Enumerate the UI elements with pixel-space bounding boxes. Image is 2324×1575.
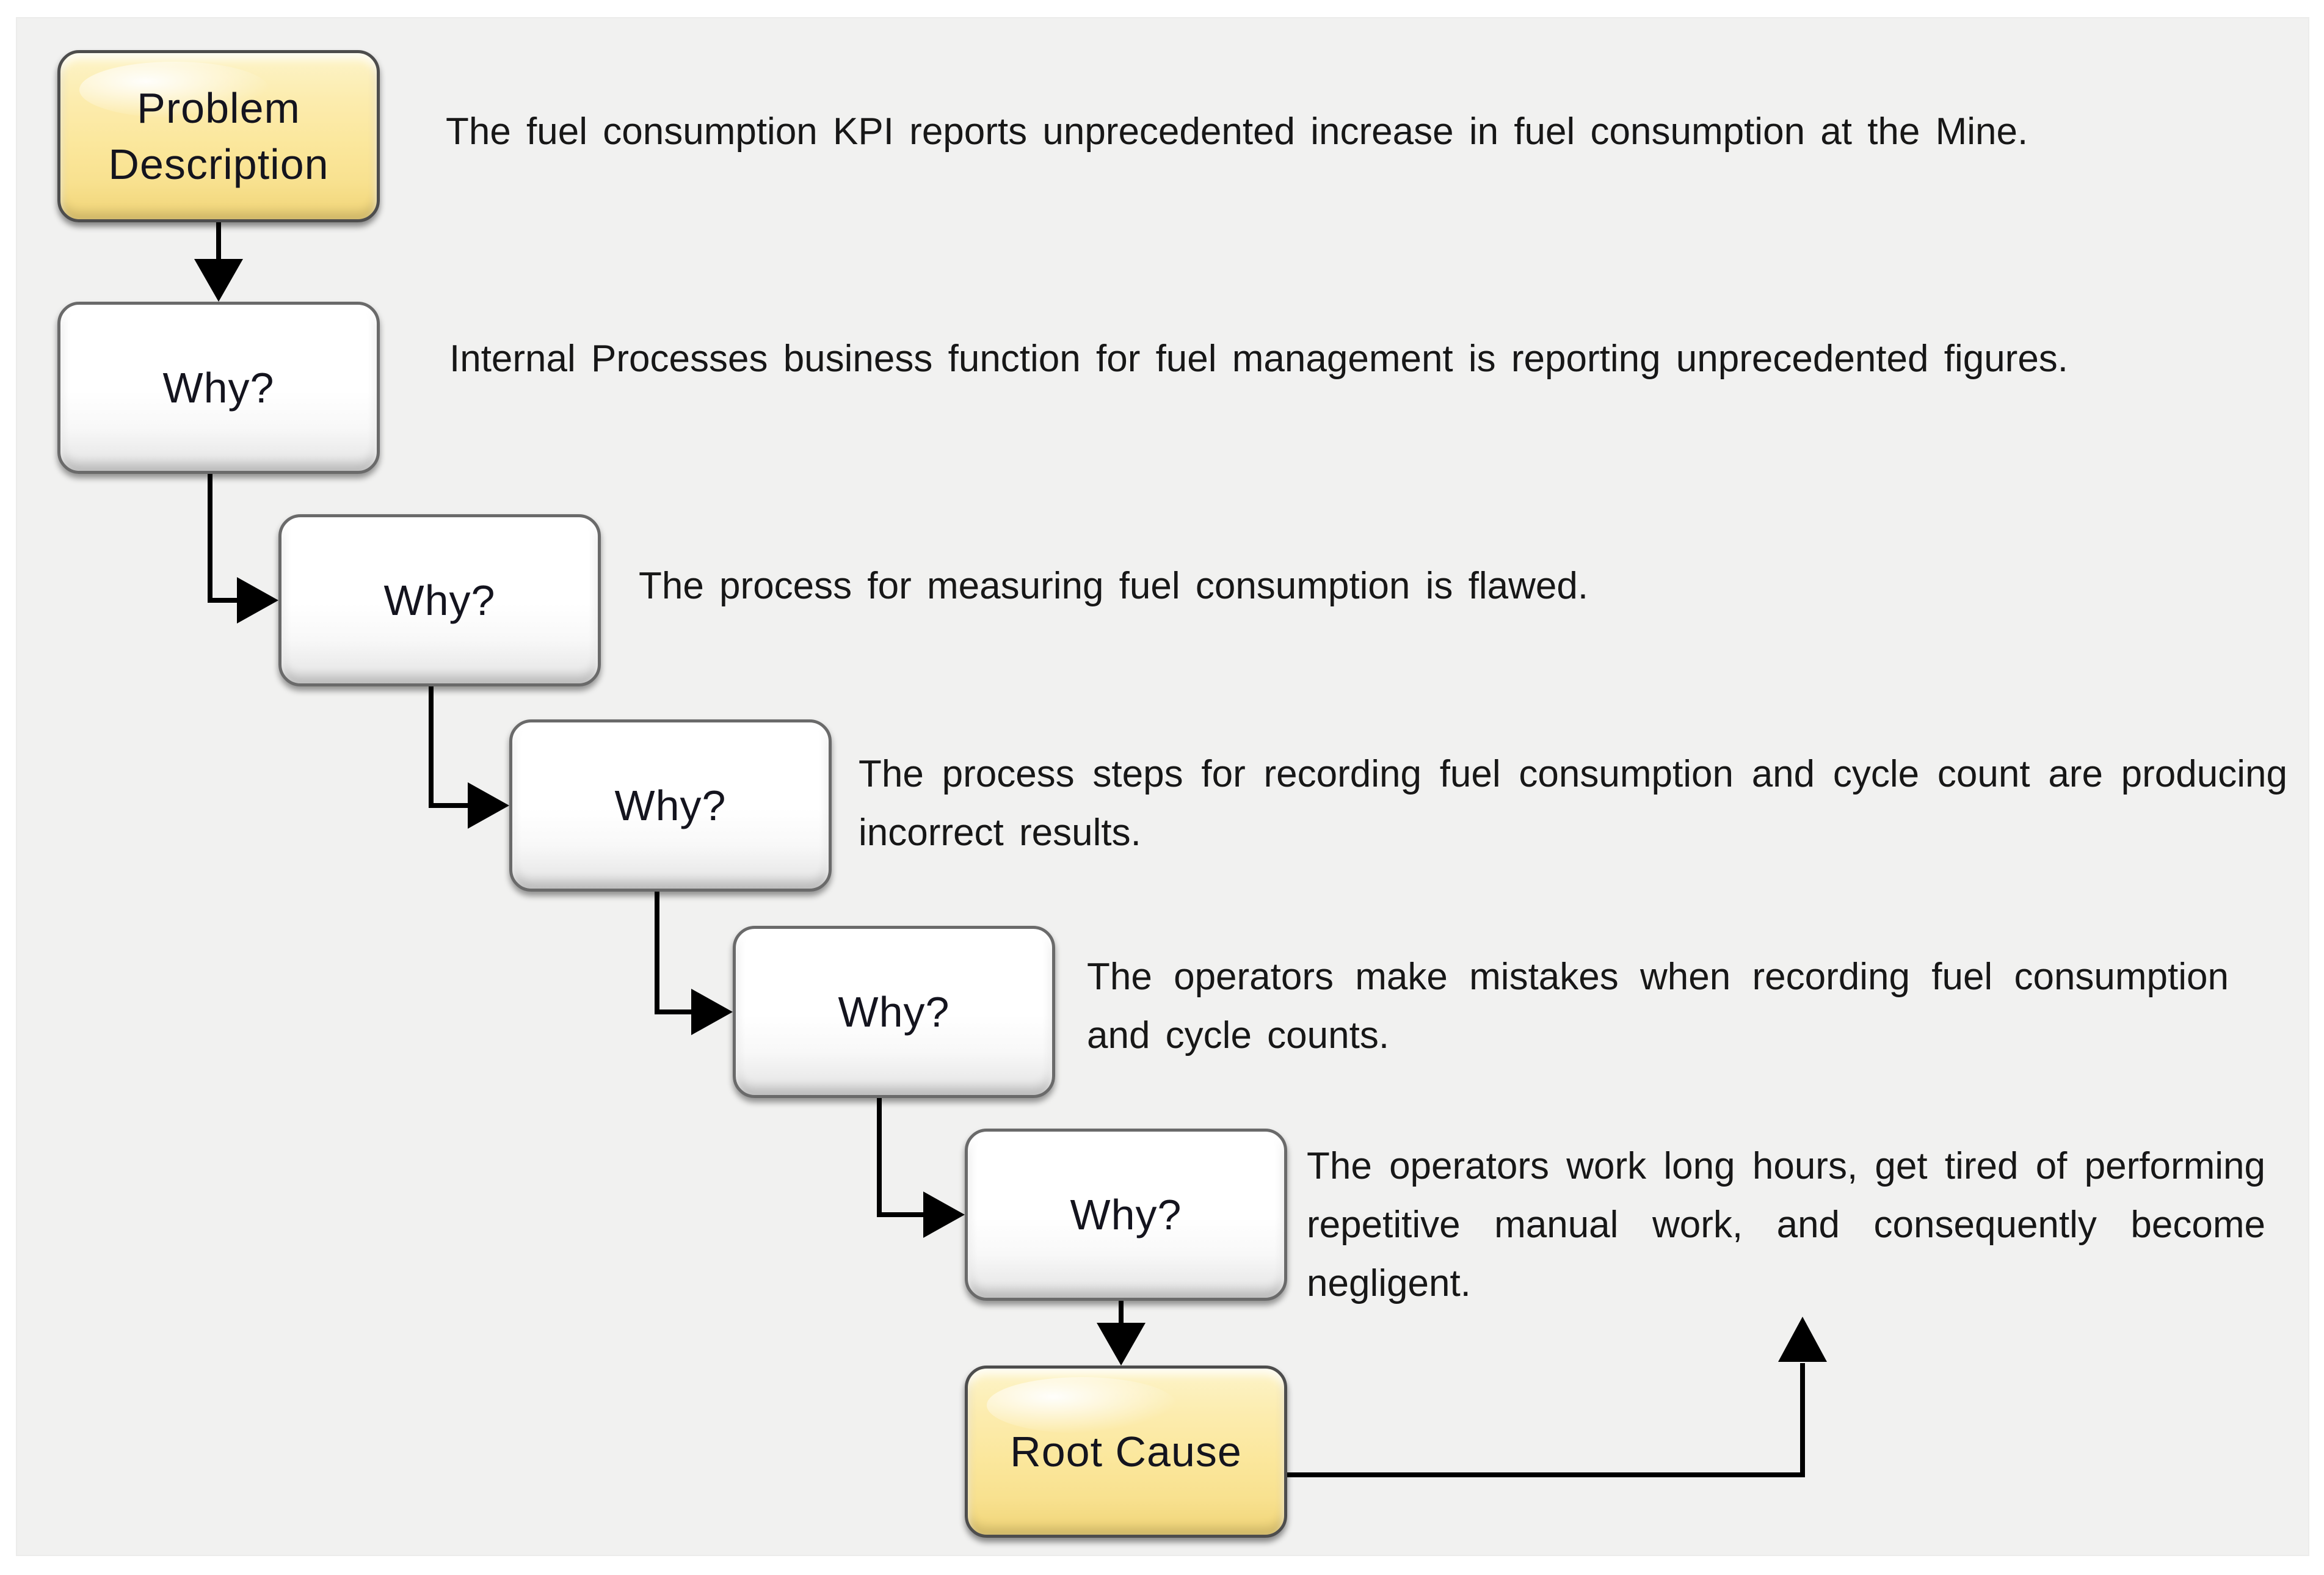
node-label: Problem Description: [108, 84, 329, 188]
description-why-5: The operators work long hours, get tired…: [1307, 1145, 2265, 1304]
node-problem-description: Problem Description: [57, 50, 380, 222]
description-why-3: The process steps for recording fuel con…: [859, 753, 2287, 854]
node-label: Root Cause: [1010, 1428, 1242, 1475]
node-label: Why?: [162, 364, 275, 412]
node-why-2: Why?: [278, 514, 601, 686]
node-root-cause: Root Cause: [965, 1366, 1287, 1538]
node-label: Why?: [838, 988, 950, 1036]
description-problem: The fuel consumption KPI reports unprece…: [446, 111, 2028, 153]
node-why-1: Why?: [57, 302, 380, 474]
description-why-4: The operators make mistakes when recordi…: [1087, 956, 2229, 1057]
node-why-3: Why?: [509, 719, 832, 892]
description-why-2: The process for measuring fuel consumpti…: [639, 565, 1589, 607]
node-label: Why?: [383, 577, 496, 624]
description-why-1: Internal Processes business function for…: [449, 338, 2069, 380]
node-why-5: Why?: [965, 1129, 1287, 1301]
node-label: Why?: [1070, 1191, 1182, 1239]
node-why-4: Why?: [733, 926, 1055, 1098]
node-label: Why?: [614, 782, 727, 829]
